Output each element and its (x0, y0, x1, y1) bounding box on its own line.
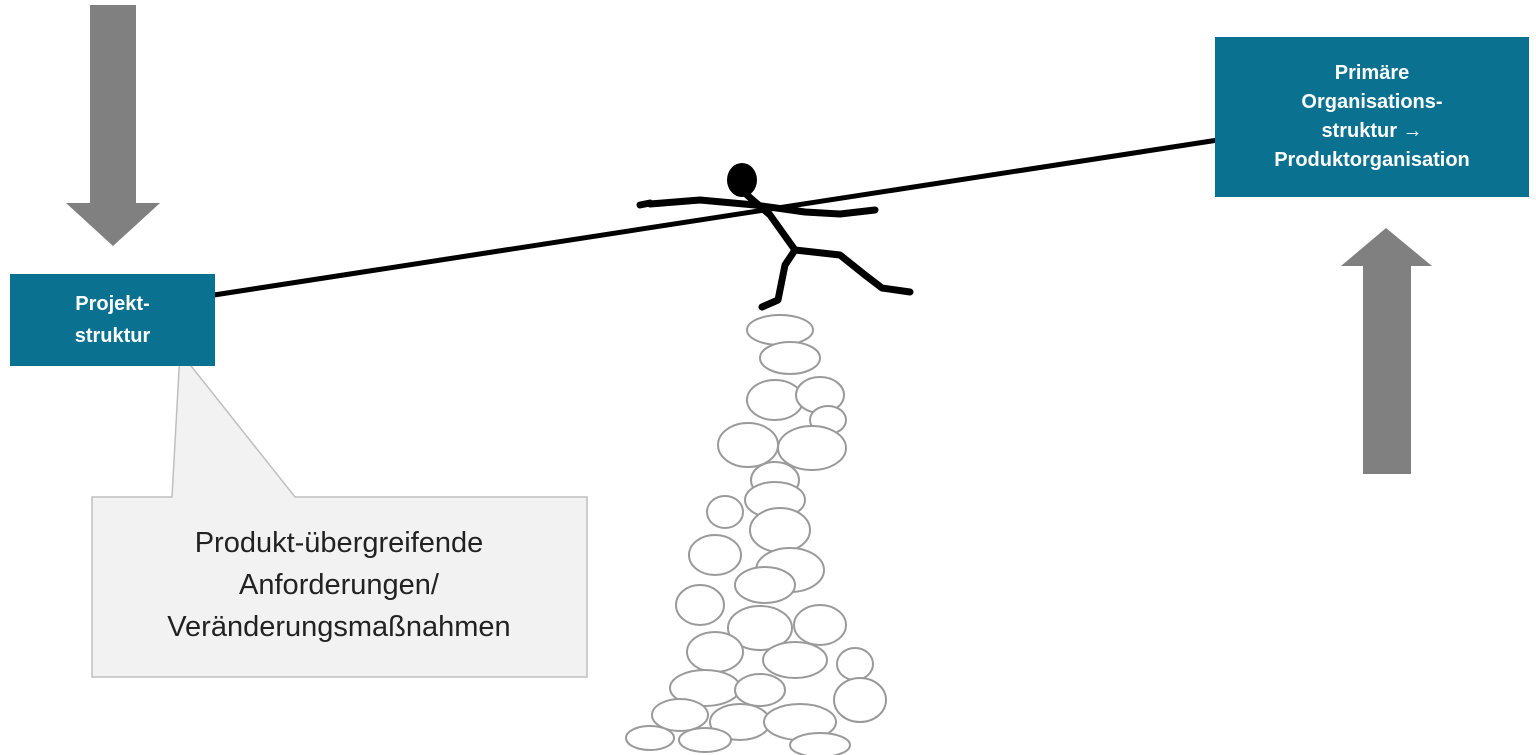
callout-line-1: Produkt-übergreifende (92, 522, 586, 564)
primary-organization-line-1: Primäre (1335, 59, 1410, 88)
primary-organization-line-3: struktur → (1321, 117, 1422, 146)
tightrope-line (214, 140, 1218, 295)
stone-pile-icon (626, 315, 886, 755)
project-structure-line-2: struktur (75, 320, 151, 352)
tightrope-walker-icon (640, 163, 910, 307)
callout-line-3: Veränderungsmaßnahmen (92, 606, 586, 648)
down-arrow-icon (66, 5, 160, 246)
up-arrow-icon (1341, 228, 1432, 474)
callout-line-2: Anforderungen/ (92, 564, 586, 606)
primary-organization-box: Primäre Organisations- struktur → Produk… (1215, 37, 1529, 197)
primary-organization-line-4: Produktorganisation (1274, 146, 1470, 175)
callout-text: Produkt-übergreifende Anforderungen/ Ver… (92, 522, 586, 648)
primary-organization-line-2: Organisations- (1301, 88, 1442, 117)
project-structure-box: Projekt- struktur (10, 274, 215, 366)
project-structure-line-1: Projekt- (75, 288, 149, 320)
